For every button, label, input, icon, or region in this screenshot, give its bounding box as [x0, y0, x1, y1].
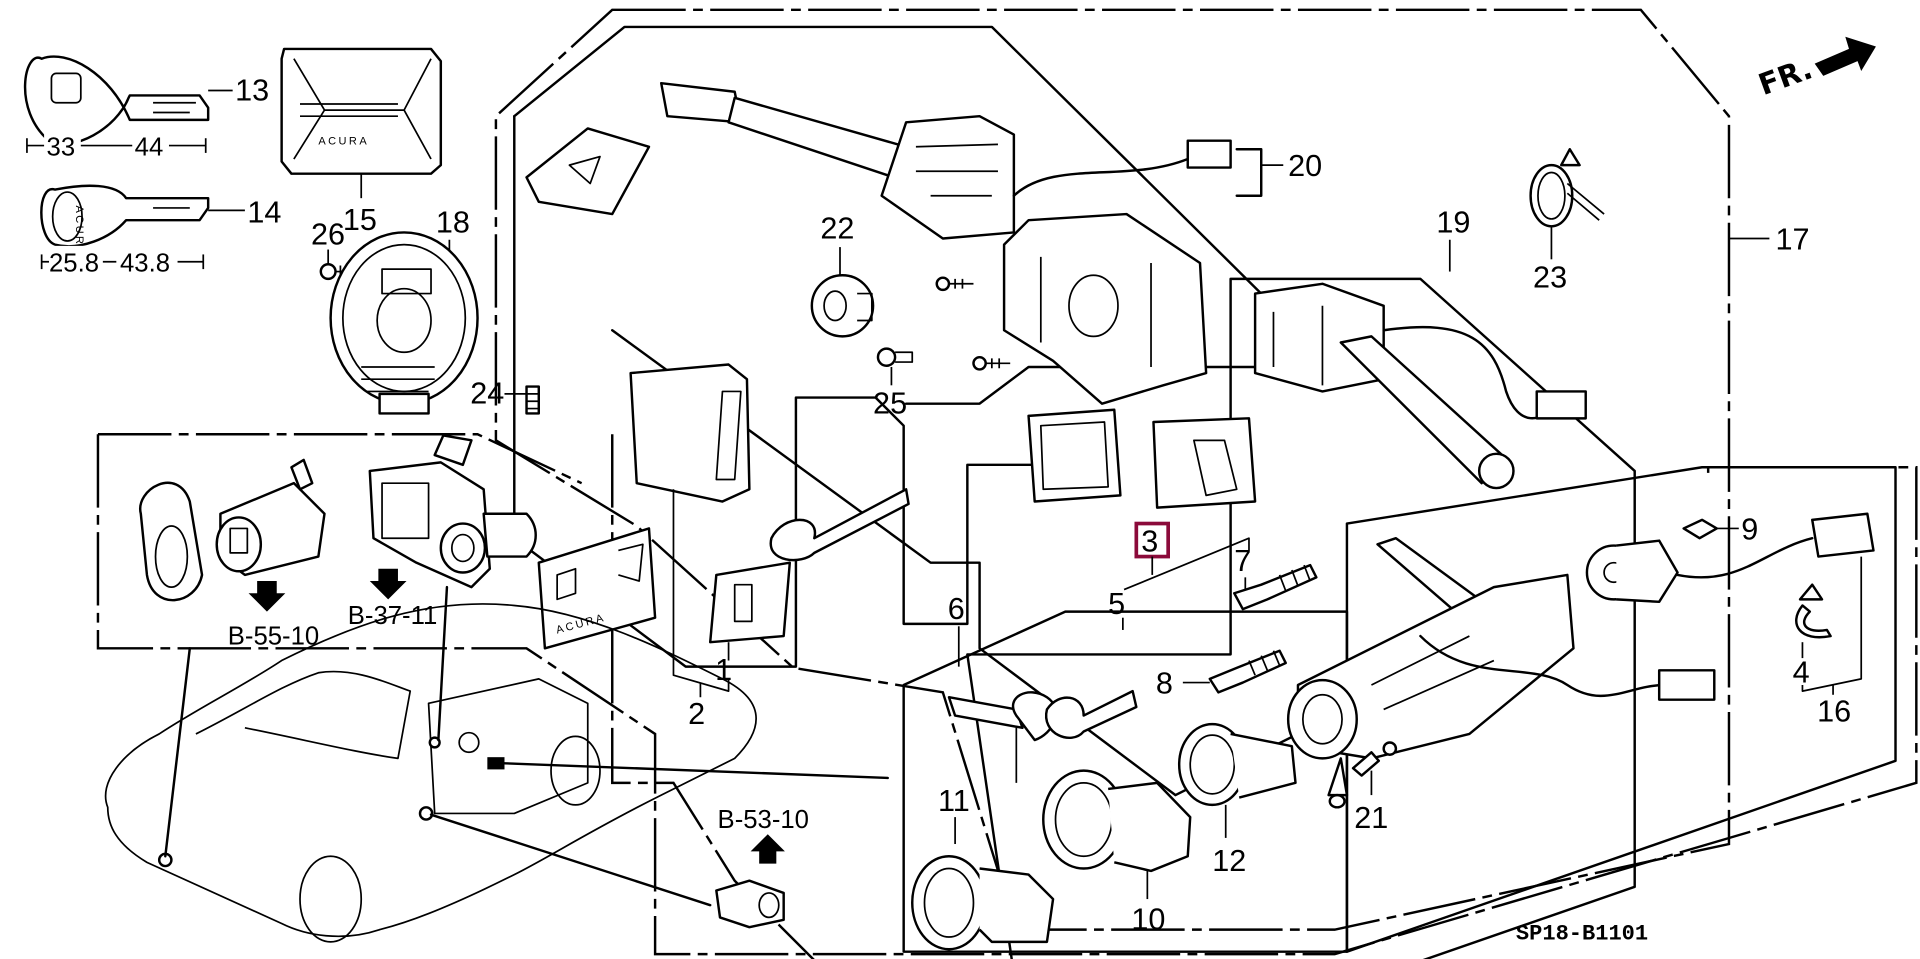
part-7-bolt[interactable]: 7 [1233, 544, 1318, 611]
part-label-17[interactable]: 17 [1776, 223, 1810, 257]
part-label-24[interactable]: 24 [470, 377, 504, 411]
part-label-9[interactable]: 9 [1741, 512, 1758, 546]
arrow-down-icon [248, 581, 286, 612]
arrow-down-icon [369, 568, 407, 600]
key-blade-groove [153, 101, 196, 114]
door-lock-cylinder[interactable] [139, 458, 326, 602]
location-leaders [164, 585, 889, 907]
part-3-ignition-key-cylinder[interactable]: 3 [1123, 521, 1250, 591]
arrow-up-icon [750, 834, 785, 864]
outline-inner-22 [513, 114, 1040, 668]
hood-lock-cylinder[interactable] [715, 879, 785, 929]
front-label: FR. [1754, 51, 1817, 102]
door-lock-location-icon [487, 757, 505, 770]
card-brand-text: ACURA [318, 135, 369, 147]
part-label-13[interactable]: 13 [235, 73, 269, 107]
part-label-10[interactable]: 10 [1131, 903, 1165, 937]
screw-upper-a [935, 276, 974, 292]
part-label-7[interactable]: 7 [1234, 544, 1251, 578]
part-label-25[interactable]: 25 [873, 386, 907, 420]
part-label-14[interactable]: 14 [247, 196, 281, 230]
part-18-cable-reel[interactable]: 18 [329, 205, 479, 415]
part-label-12[interactable]: 12 [1212, 844, 1246, 878]
vehicle-outline [104, 603, 757, 943]
key-13[interactable]: 13 33 44 [23, 55, 269, 162]
part-label-11[interactable]: 11 [938, 784, 970, 818]
part-label-18[interactable]: 18 [436, 205, 470, 239]
part-6-keys[interactable]: 6 [947, 592, 1138, 783]
screw-upper-b [972, 355, 1011, 371]
part-label-2[interactable]: 2 [688, 697, 705, 731]
part-25-bolt[interactable]: 25 [873, 347, 914, 421]
reference-b-37-11[interactable]: B-37-11 [348, 568, 438, 630]
key-head [23, 55, 210, 146]
part-label-6[interactable]: 6 [948, 592, 965, 626]
reference-link[interactable]: B-53-10 [718, 806, 809, 834]
part-label-4[interactable]: 4 [1793, 656, 1810, 690]
part-label-22[interactable]: 22 [820, 212, 854, 246]
reference-b-53-10[interactable]: B-53-10 [718, 806, 809, 864]
front-arrow-icon [1814, 36, 1876, 76]
key-brand-text: ACURA [73, 206, 85, 257]
part-20-wiper-switch[interactable]: 20 [525, 81, 1323, 240]
steering-column-assembly [1286, 536, 1716, 760]
dimension-blade-14: 43.8 [120, 250, 170, 278]
part-23-clamp[interactable]: 23 [1529, 148, 1605, 294]
part-label-16[interactable]: 16 [1817, 695, 1851, 729]
part-8-bolt[interactable]: 8 [1156, 649, 1287, 701]
part-21-screw[interactable]: 21 [1327, 741, 1398, 835]
part-12-bracket[interactable]: 12 [1177, 722, 1297, 878]
part-15-key-card[interactable]: ACURA 15 [280, 47, 443, 237]
part-label-15[interactable]: 15 [343, 203, 377, 237]
trunk-lock[interactable] [368, 434, 537, 589]
part-17-combination-switch[interactable]: 17 [1728, 223, 1810, 257]
dimension-blade-13: 44 [135, 133, 164, 161]
part-label-26[interactable]: 26 [311, 218, 345, 252]
part-label-23[interactable]: 23 [1533, 260, 1567, 294]
part-label-3[interactable]: 3 [1141, 525, 1158, 559]
part-22[interactable]: 22 [810, 212, 875, 338]
part-label-1[interactable]: 1 [715, 653, 732, 687]
part-label-20[interactable]: 20 [1288, 149, 1322, 183]
switch-housing [1002, 212, 1208, 405]
part-10-ring[interactable]: 10 [1042, 769, 1192, 937]
front-direction-indicator: FR. [1754, 36, 1876, 102]
outline-door-lock [96, 433, 1918, 956]
outline-combination-switch-17 [494, 8, 1731, 931]
switch-boot-b [1152, 417, 1257, 509]
reference-b-55-10[interactable]: B-55-10 [228, 581, 319, 651]
part-4-clip[interactable]: 4 [1793, 583, 1832, 690]
key-head [40, 184, 210, 248]
dimension-head-14: 25.8 [49, 250, 99, 278]
part-label-5[interactable]: 5 [1108, 587, 1125, 621]
part-label-8[interactable]: 8 [1156, 667, 1173, 701]
reference-link[interactable]: B-55-10 [228, 623, 319, 651]
part-16-harness[interactable]: 16 [1801, 556, 1863, 729]
diagram-code: SP18-B1101 [1516, 921, 1648, 946]
acura-logo-icon [51, 191, 83, 242]
part-24-bolt[interactable]: 24 [470, 377, 540, 415]
acura-emblem-card: ACURA [537, 527, 657, 650]
acura-logo-icon [50, 72, 82, 104]
switch-boot-a [1027, 408, 1122, 503]
part-19-lighting-switch[interactable]: 19 [1253, 205, 1587, 490]
key-set-part-2[interactable]: 2 [672, 489, 730, 731]
dimension-head-13: 33 [47, 133, 76, 161]
part-9-ignition-switch[interactable]: 9 [1585, 512, 1875, 604]
outline-lighting-switch-19 [966, 277, 1636, 959]
part-label-19[interactable]: 19 [1436, 205, 1470, 239]
key-14[interactable]: ACURA 14 25.8 43.8 [40, 184, 281, 278]
outline-lower-group [902, 610, 1349, 953]
key-set-part-1[interactable]: 1 [629, 363, 910, 688]
part-label-21[interactable]: 21 [1354, 801, 1388, 835]
part-11-cover[interactable]: 11 [911, 784, 1055, 951]
part-5[interactable]: 5 [1108, 587, 1125, 630]
